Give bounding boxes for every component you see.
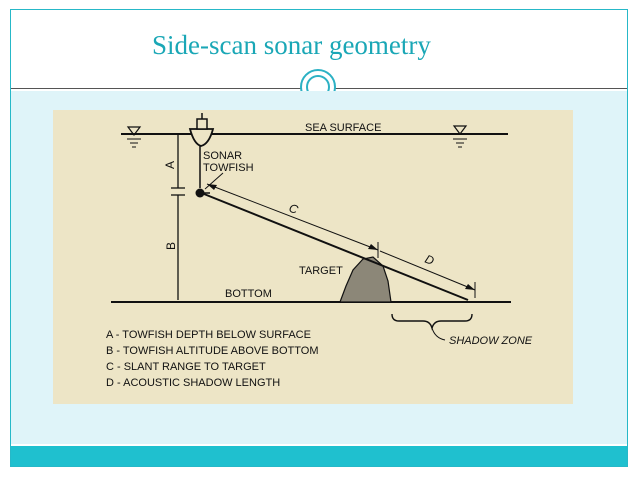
shadow-zone-label: SHADOW ZONE: [449, 335, 533, 347]
legend-item-a: A - TOWFISH DEPTH BELOW SURFACE: [106, 329, 311, 341]
bottom-label: BOTTOM: [225, 288, 272, 300]
dimension-a-label: A: [163, 161, 177, 169]
sea-surface-label: SEA SURFACE: [305, 122, 381, 134]
legend-item-c: C - SLANT RANGE TO TARGET: [106, 361, 266, 373]
shadow-zone-brace: [391, 313, 473, 331]
sonar-geometry-figure: SEA SURFACE: [53, 110, 573, 404]
towfish-label: TOWFISH: [203, 162, 254, 174]
dimension-b-label: B: [164, 242, 178, 250]
diagram-legend: A - TOWFISH DEPTH BELOW SURFACE B - TOWF…: [106, 329, 319, 389]
target-object: [339, 256, 392, 303]
footer-band: [11, 446, 627, 466]
dimension-c-line: [206, 183, 379, 251]
towfish-icon: [195, 188, 210, 198]
slide-title: Side-scan sonar geometry: [152, 30, 431, 60]
water-level-marker-icon: [452, 125, 468, 148]
sonar-beam-line: [203, 193, 469, 301]
towfish-leader-line: [204, 172, 224, 190]
target-label: TARGET: [299, 265, 343, 277]
dimension-d-line: [379, 250, 476, 291]
dimension-d-label: D: [423, 252, 437, 268]
sonar-label: SONAR: [203, 150, 242, 162]
ship-icon: [188, 113, 215, 147]
water-level-marker-icon: [126, 126, 142, 148]
legend-item-b: B - TOWFISH ALTITUDE ABOVE BOTTOM: [106, 345, 319, 357]
sonar-diagram: SEA SURFACE: [106, 113, 533, 389]
dimension-c-label: C: [287, 201, 300, 217]
legend-item-d: D - ACOUSTIC SHADOW LENGTH: [106, 377, 280, 389]
shadow-zone-leader: [431, 327, 446, 341]
